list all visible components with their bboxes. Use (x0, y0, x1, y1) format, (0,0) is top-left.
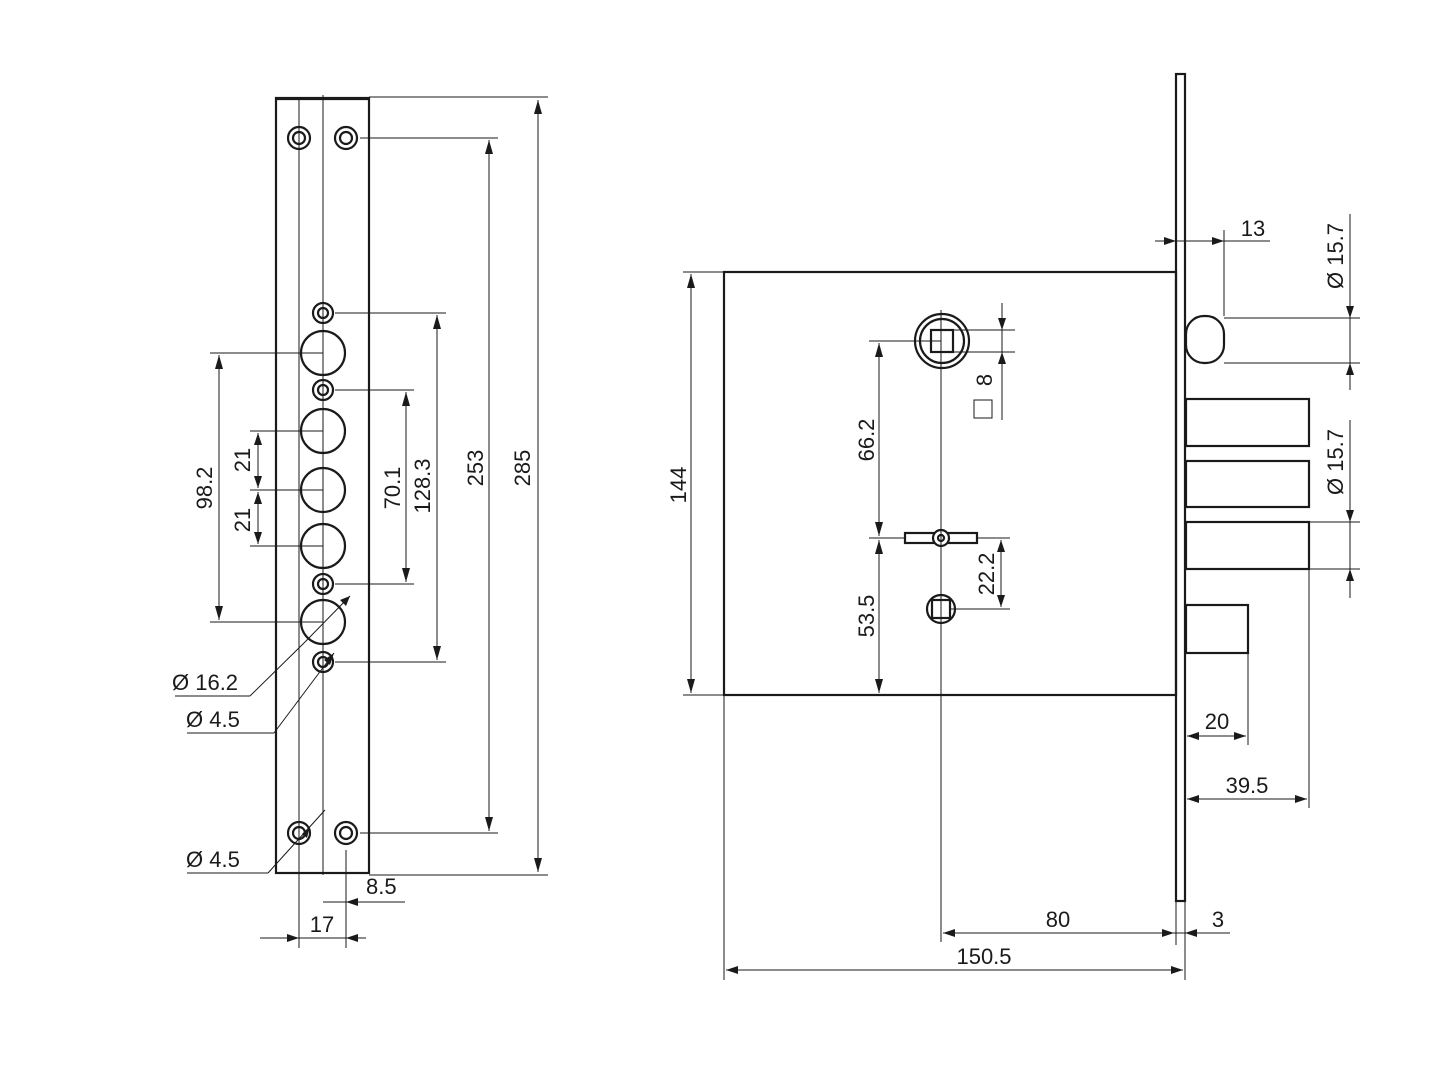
dim-latch-throw: 20 (1187, 709, 1246, 740)
dim-bolt-throw: 39.5 (1187, 773, 1307, 803)
lock-body (722, 270, 1178, 697)
dim-plate-to-bolt-label: 13 (1241, 216, 1265, 241)
dim-key-to-lower: 53.5 (854, 540, 883, 693)
front-plate (1174, 72, 1187, 903)
dim-total-depth: 150.5 (726, 944, 1183, 974)
latch (1184, 603, 1250, 655)
dim-hole-pitch-upper: 21 (230, 433, 262, 488)
dim-body-height-label: 144 (666, 467, 691, 504)
round-bolt (1184, 314, 1226, 365)
dim-plate-thickness-label: 3 (1212, 907, 1224, 932)
dim-total-depth-label: 150.5 (956, 944, 1011, 969)
dim-screw-hole-diameter-label: Ø 4.5 (186, 847, 240, 872)
dim-body-height: 144 (666, 274, 695, 693)
dim-edge-offset: 8.5 (323, 874, 405, 906)
dim-hole-diameter-label: Ø 16.2 (172, 670, 238, 695)
dim-small-hole-diameter-label: Ø 4.5 (186, 707, 240, 732)
dim-bolt-diameter-mid: Ø 15.7 (1323, 420, 1354, 598)
dim-key-to-lower-label: 53.5 (854, 595, 879, 638)
dim-overall-length: 285 (510, 100, 542, 872)
dim-small-hole-diameter: Ø 4.5 (186, 652, 335, 734)
small-hole-1 (311, 301, 335, 325)
dim-spindle-square-label: 8 (972, 374, 997, 386)
dim-bolt-diameter-top-label: Ø 15.7 (1323, 223, 1348, 289)
dim-hole-span: 98.2 (192, 355, 223, 620)
dim-hole-pitch-lower: 21 (230, 492, 262, 544)
dim-plate-to-bolt: 13 (1155, 216, 1270, 245)
main-bolt-3 (1184, 520, 1311, 571)
dim-screw-span: 253 (463, 140, 493, 831)
main-bolt-2 (1184, 459, 1311, 509)
dim-backset: 80 (943, 907, 1174, 937)
dim-bolt-diameter-top: Ø 15.7 (1323, 214, 1354, 390)
dim-overall-length-label: 285 (510, 450, 535, 487)
dim-edge-offset-label: 8.5 (366, 874, 397, 899)
dim-handle-to-key: 66.2 (854, 343, 883, 536)
dim-hole-pitch-lower-label: 21 (230, 508, 255, 532)
dim-plate-thickness: 3 (1174, 907, 1230, 937)
faceplate-view: 285 253 128.3 70.1 98.2 (172, 95, 548, 948)
dim-hole-span-label: 98.2 (192, 467, 217, 510)
screw-hole-top-left (286, 125, 312, 151)
small-hole-2 (311, 378, 335, 402)
dim-hole-pitch-upper-label: 21 (230, 448, 255, 472)
dim-hole-spacing-width: 17 (260, 912, 366, 942)
dim-cylinder-span-inner-label: 70.1 (380, 467, 405, 510)
screw-hole-bottom-right (333, 820, 359, 846)
dim-backset-label: 80 (1046, 907, 1070, 932)
dim-bolt-throw-label: 39.5 (1226, 773, 1269, 798)
small-hole-3 (311, 572, 335, 596)
dim-bolt-diameter-mid-label: Ø 15.7 (1323, 429, 1348, 495)
dim-cylinder-span-outer: 128.3 (410, 315, 441, 660)
dim-screw-hole-diameter: Ø 4.5 (186, 809, 326, 874)
dim-key-to-square: 22.2 (974, 540, 1005, 607)
main-bolt-1 (1184, 397, 1311, 448)
dim-screw-span-label: 253 (463, 450, 488, 487)
screw-hole-top-right (333, 125, 359, 151)
dim-cylinder-span-outer-label: 128.3 (410, 458, 435, 513)
dim-hole-diameter: Ø 16.2 (172, 595, 351, 697)
dim-cylinder-span-inner: 70.1 (380, 392, 410, 582)
side-view: 144 66.2 53.5 22.2 8 (666, 72, 1360, 980)
dim-key-to-square-label: 22.2 (974, 553, 999, 596)
dim-latch-throw-label: 20 (1205, 709, 1229, 734)
dim-handle-to-key-label: 66.2 (854, 419, 879, 462)
dim-hole-spacing-width-label: 17 (310, 912, 334, 937)
dim-spindle-square: 8 (972, 303, 1006, 420)
